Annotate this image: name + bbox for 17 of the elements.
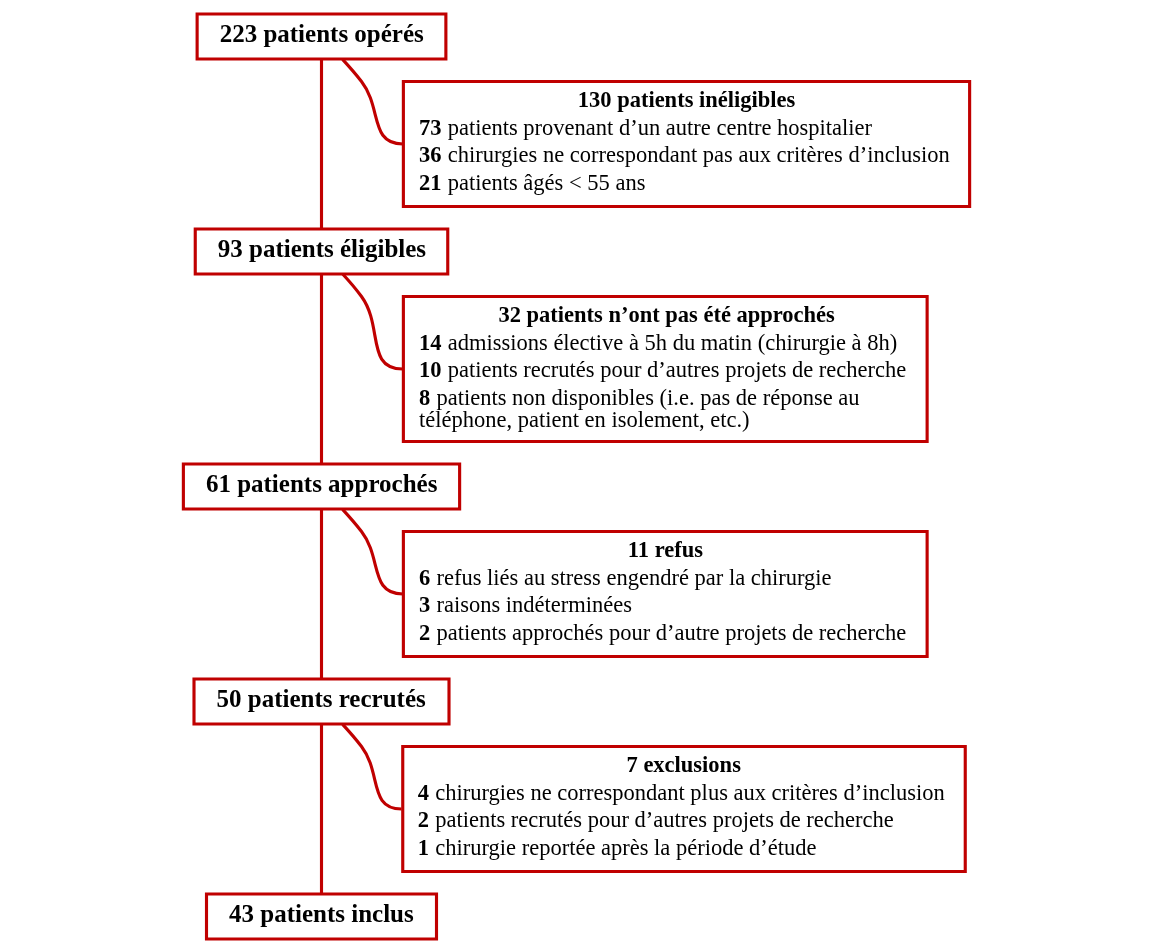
connector — [319, 58, 324, 229]
node-box: 7 exclusions 4 chirurgies ne correspondant plus aux critères d’inclusion 2 patients recrutés pour d’autres projets de recherche 1 chirurgie reportée après la période d’étude — [401, 744, 967, 873]
node-box: 11 refus 6 refus liés au stress engendré par la chirurgie 3 raisons indéterminées 2 patients approchés pour d’autre projets de recherche — [401, 529, 929, 658]
node-box: 50 patients recrutés — [192, 676, 451, 726]
connector — [319, 508, 324, 679]
connector — [319, 723, 324, 894]
node-box: 223 patients opérés — [195, 11, 448, 61]
connector — [341, 57, 403, 146]
node-box: 61 patients approchés — [181, 461, 462, 511]
connector — [341, 507, 403, 596]
node-box: 43 patients inclus — [204, 891, 439, 941]
node-box: 32 patients n’ont pas été approchés 14 admissions élective à 5h du matin (chirurgie à 8h) 10 patients recrutés pour d’autres projets de recherche 8 patients non disponibles (i.e. pas de réponse au téléphone, patient en isolement, etc.) — [401, 294, 929, 443]
node-box: 93 patients éligibles — [193, 226, 450, 276]
connector — [341, 272, 403, 371]
connector — [319, 273, 324, 464]
connector — [341, 722, 402, 811]
node-box: 130 patients inéligibles 73 patients provenant d’un autre centre hospitalier 36 chirurgies ne correspondant pas aux critères d’inclusion 21 patients âgés < 55 ans — [401, 79, 972, 208]
